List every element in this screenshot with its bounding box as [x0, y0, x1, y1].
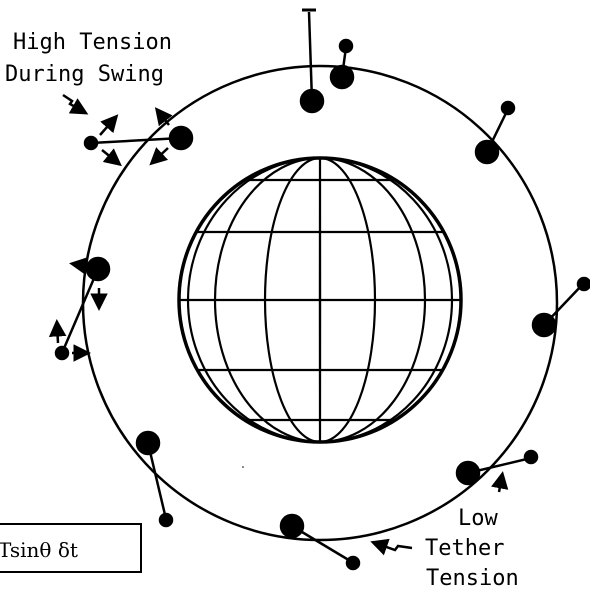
formula-text: Tsinθ δt: [0, 538, 78, 562]
end-mass: [578, 278, 590, 290]
low-tension-label-1: Low: [458, 508, 498, 530]
earth-globe: [179, 158, 461, 442]
end-mass: [525, 451, 537, 463]
end-mass: [347, 557, 359, 569]
end-mass: [85, 137, 97, 149]
force-arrow: [158, 111, 169, 125]
tether-pair: [457, 451, 537, 484]
main-satellite-mass: [533, 314, 555, 336]
low-tension-label-3: Tension: [426, 568, 519, 590]
end-mass: [502, 102, 514, 114]
ink-dot: [242, 466, 244, 468]
high-tension-label-2: During Swing: [5, 64, 164, 86]
label-pointer: [375, 543, 412, 550]
tether-pair: [476, 102, 514, 163]
end-mass: [160, 514, 172, 526]
formula-box: Tsinθ δt: [0, 523, 142, 573]
end-mass: [340, 40, 352, 52]
tether-pair: [281, 515, 359, 569]
main-satellite-mass: [281, 515, 303, 537]
force-arrow: [100, 118, 115, 135]
low-tension-label-2: Tether: [425, 538, 504, 560]
high-tension-line1: High Tension: [13, 32, 172, 54]
tether-pair: [137, 432, 172, 526]
force-arrow: [102, 150, 118, 163]
main-satellite-mass: [170, 127, 192, 149]
main-satellite-mass: [137, 432, 159, 454]
label-pointer: [63, 95, 84, 112]
end-mass: [56, 347, 68, 359]
main-satellite-mass: [301, 90, 323, 112]
tether-pair: [533, 278, 590, 336]
tether-pair: [331, 40, 353, 88]
high-tension-line2: During Swing: [5, 64, 164, 86]
main-satellite-mass: [331, 66, 353, 88]
high-tension-label: High Tension: [13, 32, 172, 54]
force-arrow: [57, 324, 58, 343]
main-satellite-mass: [87, 258, 109, 280]
force-arrow: [153, 148, 168, 162]
main-satellite-mass: [476, 141, 498, 163]
tether-pair: [301, 10, 323, 112]
tether-pair: [85, 127, 192, 149]
tether-pairs: [56, 10, 590, 569]
main-satellite-mass: [457, 462, 479, 484]
force-arrow: [499, 476, 502, 492]
